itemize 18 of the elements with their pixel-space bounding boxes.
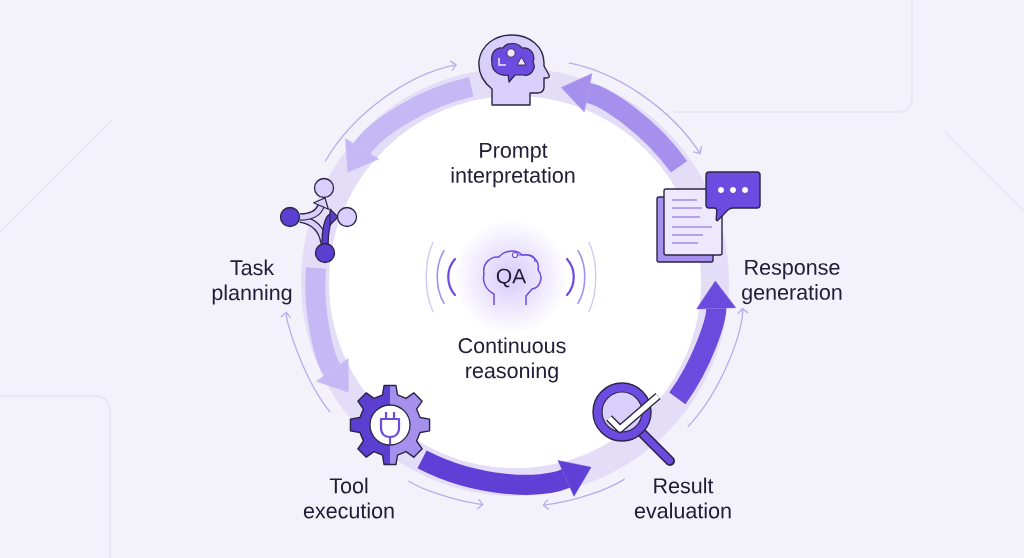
- arrow: [568, 62, 703, 155]
- arrow: [669, 280, 737, 404]
- arrow: [542, 478, 626, 511]
- step-label: Prompt interpretation: [451, 142, 575, 188]
- center-label: Continuous reasoning: [458, 337, 566, 383]
- step-label: Task planning: [212, 259, 292, 305]
- arrow: [305, 267, 349, 393]
- arrow: [345, 77, 474, 173]
- arrow: [280, 311, 331, 413]
- step-label: Response generation: [742, 259, 842, 305]
- arrow: [561, 73, 687, 173]
- arrow: [687, 307, 749, 428]
- arrow: [324, 60, 457, 163]
- step-label: Tool execution: [303, 477, 394, 519]
- arrow: [407, 480, 484, 510]
- arrow: [417, 450, 592, 497]
- icon-text: QA: [496, 268, 527, 288]
- step-label: Result evaluation: [634, 477, 731, 519]
